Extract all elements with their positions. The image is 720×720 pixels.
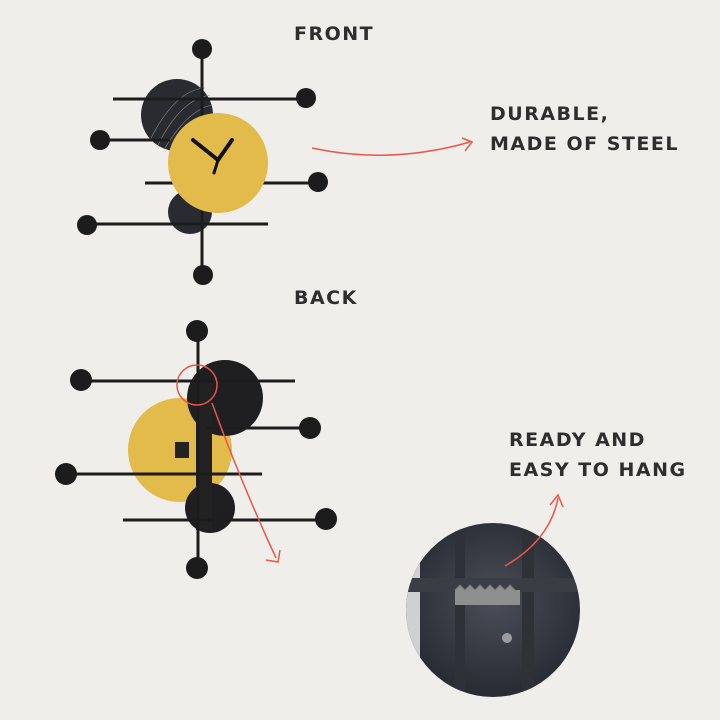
arrow-durable (311, 141, 471, 156)
hanger-highlight (176, 364, 218, 406)
hang-line1: READY AND (509, 429, 646, 451)
front-label: FRONT (294, 23, 375, 45)
hang-line2: EASY TO HANG (509, 459, 687, 481)
hour-hand (191, 138, 220, 162)
back-label: BACK (294, 287, 358, 309)
hanger-detail-photo (406, 523, 580, 697)
clock-mechanism (175, 442, 189, 458)
back-clock (55, 320, 337, 579)
front-clock (77, 39, 328, 285)
durable-line1: DURABLE, (490, 103, 610, 125)
minute-hand (216, 138, 234, 162)
durable-line2: MADE OF STEEL (490, 133, 679, 155)
